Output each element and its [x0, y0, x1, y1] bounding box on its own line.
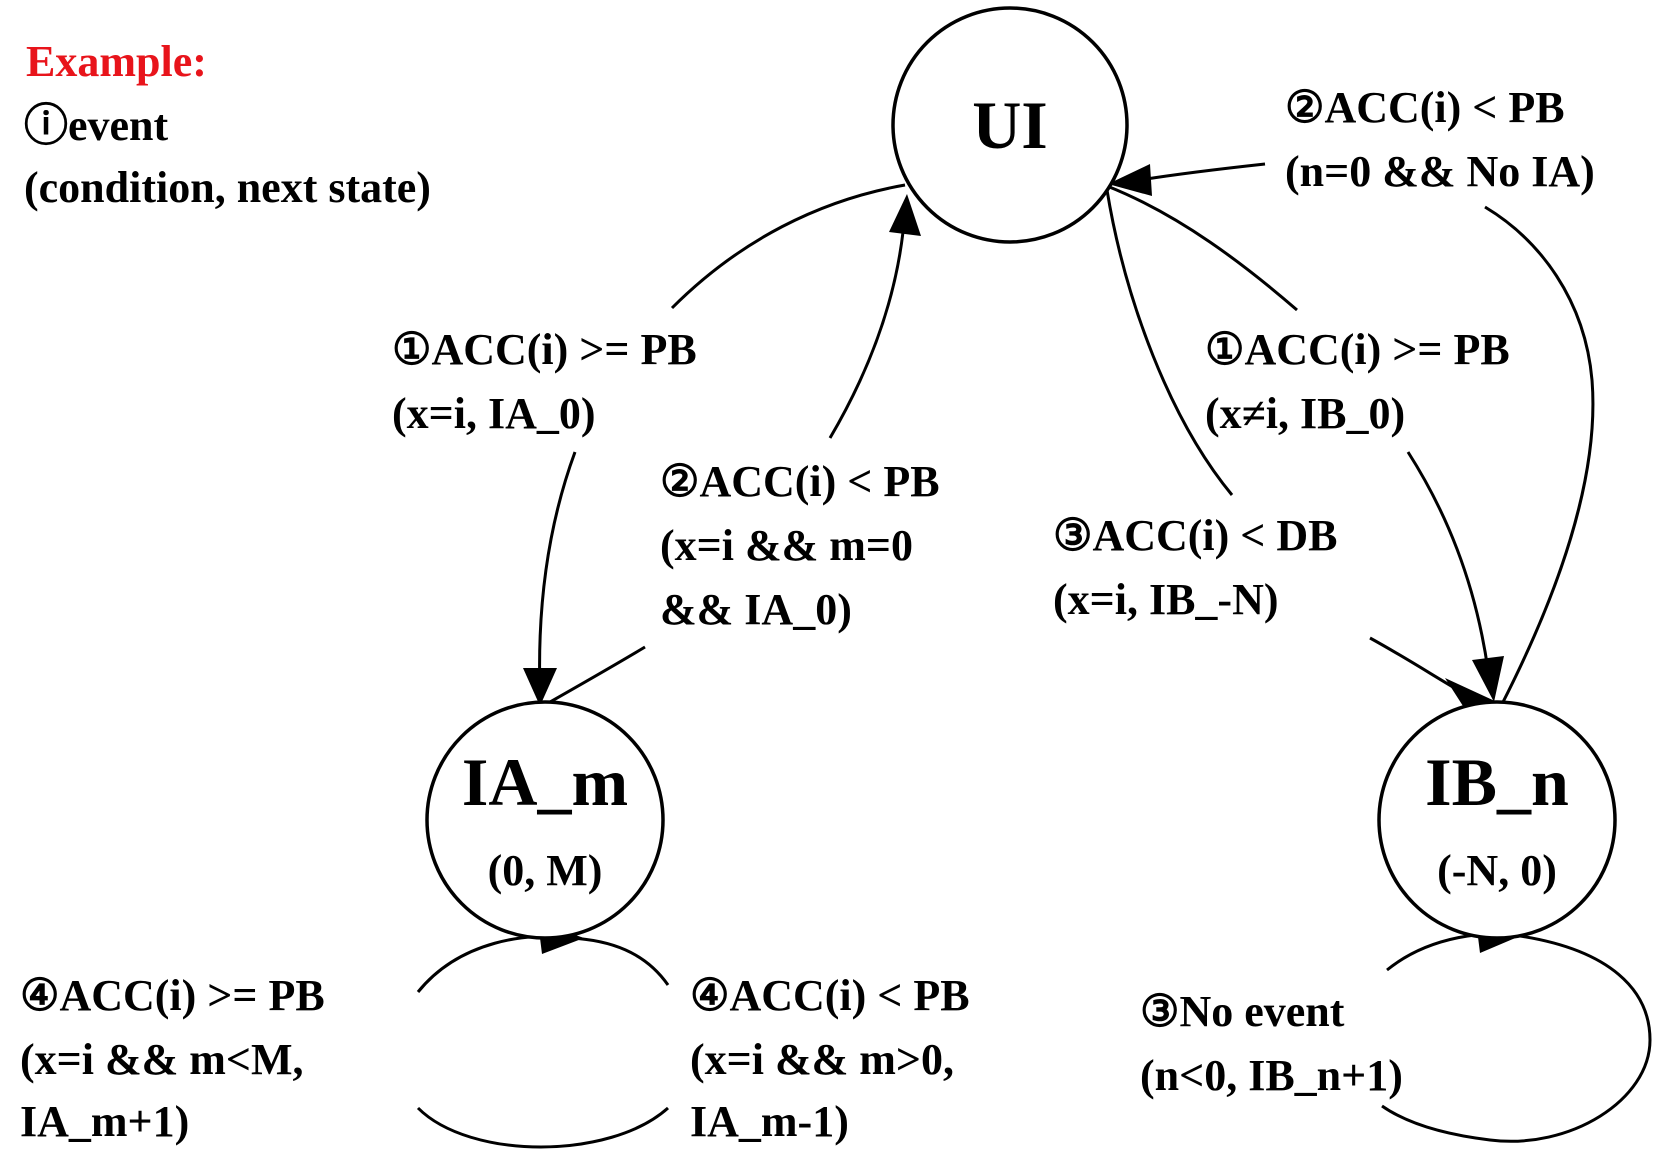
- arrowhead-ib-to-ui: [1108, 164, 1152, 196]
- label-ui-to-ib-condition: (x≠i, IB_0): [1205, 389, 1405, 438]
- edge-ui-to-ia-lower: [538, 451, 577, 693]
- legend: Example: ⓘevent (condition, next state): [24, 37, 431, 212]
- label-ib-to-ui-event: ②ACC(i) < PB: [1285, 83, 1565, 132]
- label-ui-to-ia-event: ①ACC(i) >= PB: [392, 325, 697, 374]
- label-ui-to-ib: ①ACC(i) >= PB (x≠i, IB_0): [1205, 325, 1510, 438]
- transition-labels: ①ACC(i) >= PB (x=i, IA_0) ②ACC(i) < PB (…: [20, 83, 1595, 1146]
- edge-ib-self-loop: [1381, 932, 1652, 1143]
- state-ib-circle: [1377, 700, 1617, 940]
- label-ia-self-inc-condition-1: (x=i && m<M,: [20, 1035, 304, 1084]
- label-ia-to-ui-event: ②ACC(i) < PB: [660, 457, 940, 506]
- label-ui-to-ia-condition: (x=i, IA_0): [392, 389, 596, 438]
- edge-ui-to-ib-upper: [1106, 184, 1298, 312]
- legend-title: Example:: [26, 37, 207, 86]
- label-ia-self-inc-condition-2: IA_m+1): [20, 1097, 189, 1146]
- state-ia-label: IA_m: [462, 744, 628, 820]
- state-ib: IB_n (-N, 0): [1377, 700, 1617, 940]
- label-ib-to-ui: ②ACC(i) < PB (n=0 && No IA): [1285, 83, 1595, 196]
- state-ia-circle: [425, 700, 665, 940]
- edge-ib-to-ui-upper: [1139, 162, 1266, 182]
- state-ui-label: UI: [972, 87, 1048, 163]
- label-ui-to-ib-db: ③ACC(i) < DB (x=i, IB_-N): [1053, 511, 1338, 624]
- label-ia-self-dec: ④ACC(i) < PB (x=i && m>0, IA_m-1): [690, 971, 970, 1146]
- arrowhead-ia-to-ui: [889, 194, 921, 236]
- edge-ia-self-loop-bottom: [416, 1106, 669, 1149]
- label-ui-to-ib-db-condition: (x=i, IB_-N): [1053, 575, 1279, 624]
- edge-ui-to-ib-db-upper: [1105, 189, 1234, 496]
- arrowhead-ui-to-ib: [1472, 656, 1504, 702]
- label-ia-to-ui-condition-1: (x=i && m=0: [660, 521, 913, 570]
- label-ia-self-inc: ④ACC(i) >= PB (x=i && m<M, IA_m+1): [20, 971, 325, 1146]
- label-ui-to-ib-event: ①ACC(i) >= PB: [1205, 325, 1510, 374]
- arrowhead-ui-to-ia: [523, 668, 557, 706]
- edge-ia-to-ui-lower: [542, 645, 646, 708]
- label-ui-to-ib-db-event: ③ACC(i) < DB: [1053, 511, 1338, 560]
- label-ia-self-dec-event: ④ACC(i) < PB: [690, 971, 970, 1020]
- legend-condition-line: (condition, next state): [24, 163, 431, 212]
- label-ib-self: ③No event (n<0, IB_n+1): [1140, 987, 1403, 1100]
- label-ia-to-ui-condition-2: && IA_0): [660, 585, 852, 634]
- legend-event-line: ⓘevent: [24, 101, 169, 150]
- state-ib-label: IB_n: [1425, 744, 1569, 820]
- edge-ui-to-ib-lower: [1406, 451, 1490, 671]
- label-ib-self-event: ③No event: [1140, 987, 1345, 1036]
- label-ia-to-ui: ②ACC(i) < PB (x=i && m=0 && IA_0): [660, 457, 940, 634]
- state-ui-circle: [891, 6, 1129, 244]
- edge-ib-to-ui-lower: [1484, 205, 1595, 705]
- edge-ui-to-ia-upper: [670, 183, 906, 310]
- label-ib-to-ui-condition: (n=0 && No IA): [1285, 147, 1595, 196]
- state-ia-range: (0, M): [488, 846, 603, 895]
- state-ib-range: (-N, 0): [1437, 846, 1557, 895]
- label-ia-self-dec-condition-2: IA_m-1): [690, 1097, 849, 1146]
- label-ui-to-ia: ①ACC(i) >= PB (x=i, IA_0): [392, 325, 697, 438]
- label-ia-self-inc-event: ④ACC(i) >= PB: [20, 971, 325, 1020]
- label-ia-self-dec-condition-1: (x=i && m>0,: [690, 1035, 954, 1084]
- arrowhead-ui-to-ib-db: [1445, 678, 1497, 706]
- state-ia: IA_m (0, M): [425, 700, 665, 940]
- state-ui: UI: [891, 6, 1129, 244]
- label-ib-self-condition: (n<0, IB_n+1): [1140, 1051, 1403, 1100]
- edge-ia-to-ui-upper: [828, 231, 905, 439]
- edges: [416, 162, 1652, 1149]
